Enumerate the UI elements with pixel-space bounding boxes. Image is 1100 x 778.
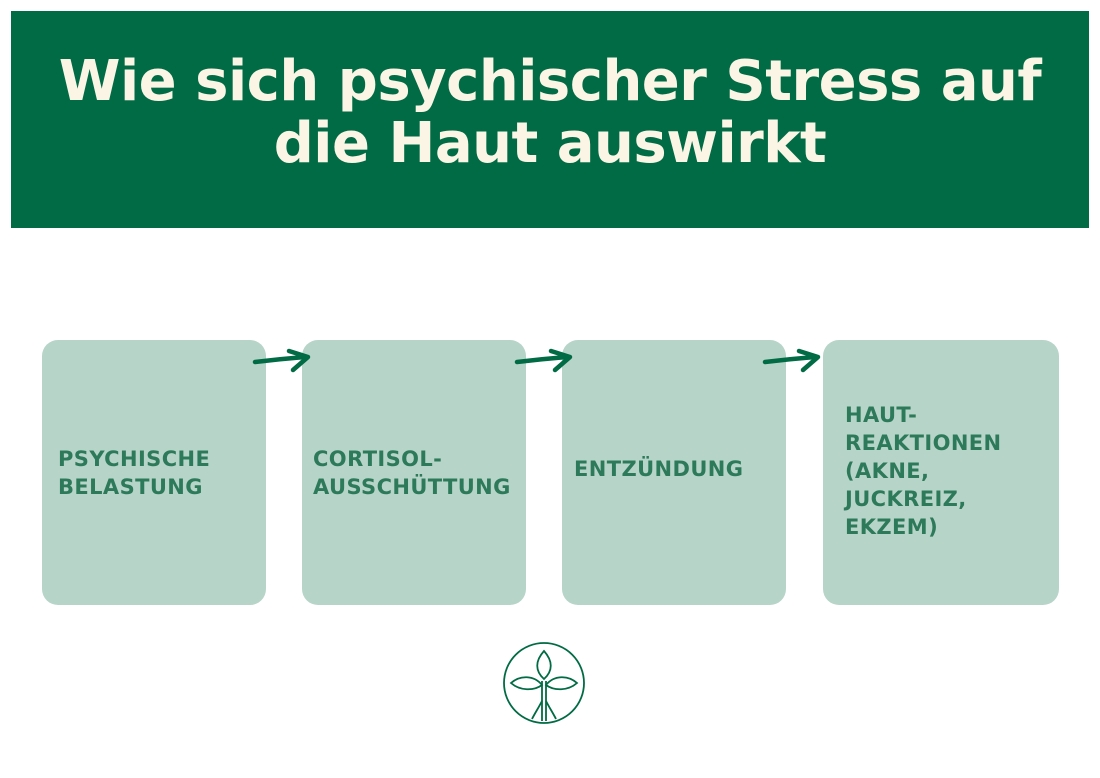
flow-step-label: PSYCHISCHE BELASTUNG <box>58 446 211 499</box>
arrow-right-icon <box>762 348 821 373</box>
page-title: Wie sich psychischer Stress auf die Haut… <box>58 49 1042 176</box>
leaf-circle-logo-icon <box>503 642 585 724</box>
flow-step-label: ENTZÜNDUNG <box>574 456 744 481</box>
flow-step-hautreaktionen: HAUT- REAKTIONEN (AKNE, JUCKREIZ, EKZEM) <box>823 340 1059 605</box>
flow-step-entzuendung: ENTZÜNDUNG <box>562 340 786 605</box>
arrow-right-icon <box>252 348 311 373</box>
flow-step-psychische-belastung: PSYCHISCHE BELASTUNG <box>42 340 266 605</box>
title-banner: Wie sich psychischer Stress auf die Haut… <box>11 11 1089 228</box>
flow-step-label: CORTISOL- AUSSCHÜTTUNG <box>313 446 511 499</box>
flow-step-label: HAUT- REAKTIONEN (AKNE, JUCKREIZ, EKZEM) <box>845 402 1002 539</box>
arrow-right-icon <box>514 348 573 373</box>
flow-step-cortisol-ausschuettung: CORTISOL- AUSSCHÜTTUNG <box>302 340 526 605</box>
